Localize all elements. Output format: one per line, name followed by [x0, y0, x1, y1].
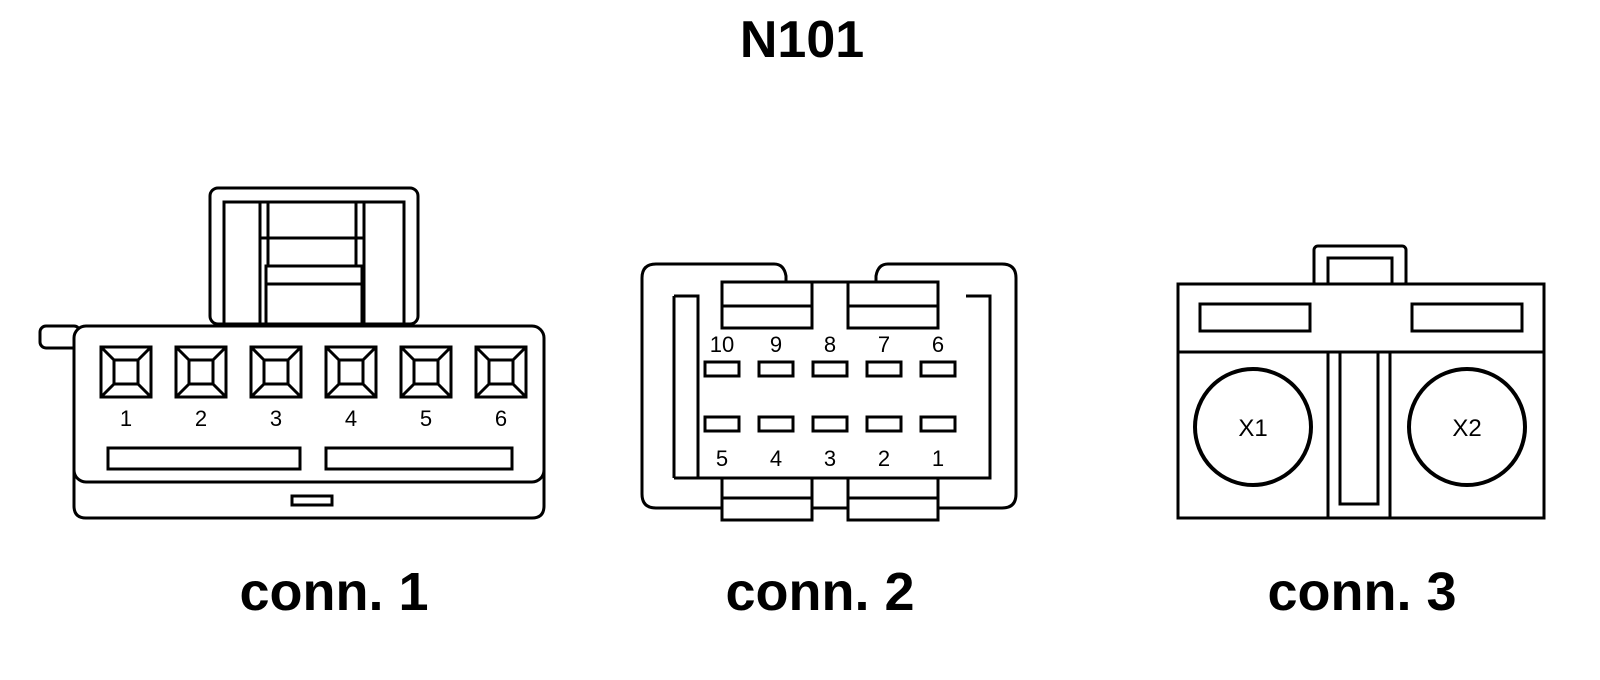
pin-label: 5	[420, 406, 432, 431]
pin-label: 3	[270, 406, 282, 431]
port-x1-label: X1	[1238, 415, 1267, 442]
pin-label: 1	[120, 406, 132, 431]
connector-1-pin-labels: 1 2 3 4 5 6	[120, 406, 507, 431]
terminal-slot	[919, 360, 957, 378]
connector-3-slot-left	[1198, 302, 1312, 333]
pin-label: 5	[716, 446, 728, 471]
pin-cavity	[399, 345, 453, 399]
pin-label: 2	[878, 446, 890, 471]
pin-cavity	[474, 345, 528, 399]
pin-label: 6	[932, 332, 944, 357]
connector-1-guide-slot-left	[106, 446, 302, 471]
pin-label: 1	[932, 446, 944, 471]
connector-3-slot-right	[1410, 302, 1524, 333]
port-x2-label: X2	[1452, 415, 1481, 442]
diagram-title: N101	[740, 11, 864, 69]
connector-2-pin-labels-top: 10 9 8 7 6	[710, 332, 944, 357]
pin-cavity	[249, 345, 303, 399]
pin-label: 2	[195, 406, 207, 431]
connector-3-body	[1176, 282, 1546, 520]
connector-1-guide-slot-right	[324, 446, 514, 471]
terminal-slot	[703, 415, 741, 433]
connector-2: 10 9 8 7 6 5 4 3 2 1 conn. 2	[640, 262, 1018, 622]
terminal-slot	[703, 360, 741, 378]
connector-1-pin-cavities	[99, 345, 528, 399]
pin-label: 7	[878, 332, 890, 357]
connector-3-center-channel	[1338, 350, 1380, 506]
connector-3-caption: conn. 3	[1267, 562, 1456, 622]
connector-1-bottom-slot	[290, 494, 334, 507]
connector-1-latch	[208, 186, 420, 326]
pin-label: 6	[495, 406, 507, 431]
connector-2-terminal-slots	[703, 360, 957, 433]
connector-1: 1 2 3 4 5 6 conn. 1	[38, 186, 546, 622]
pin-label: 9	[770, 332, 782, 357]
connector-2-pin-labels-bottom: 5 4 3 2 1	[716, 446, 944, 471]
pin-label: 4	[770, 446, 782, 471]
connector-3: X1 X2 conn. 3	[1176, 244, 1546, 622]
terminal-slot	[757, 415, 795, 433]
terminal-slot	[811, 415, 849, 433]
terminal-slot	[865, 415, 903, 433]
terminal-slot	[865, 360, 903, 378]
port-x1-terminal	[1193, 367, 1313, 487]
pin-label: 10	[710, 332, 734, 357]
pin-cavity	[324, 345, 378, 399]
connector-1-caption: conn. 1	[239, 562, 428, 622]
port-x2-terminal	[1407, 367, 1527, 487]
pin-label: 8	[824, 332, 836, 357]
pin-label: 4	[345, 406, 357, 431]
connector-2-caption: conn. 2	[725, 562, 914, 622]
pin-label: 3	[824, 446, 836, 471]
terminal-slot	[811, 360, 849, 378]
terminal-slot	[919, 415, 957, 433]
terminal-slot	[757, 360, 795, 378]
pin-cavity	[99, 345, 153, 399]
pin-cavity	[174, 345, 228, 399]
connector-1-body	[72, 324, 546, 484]
